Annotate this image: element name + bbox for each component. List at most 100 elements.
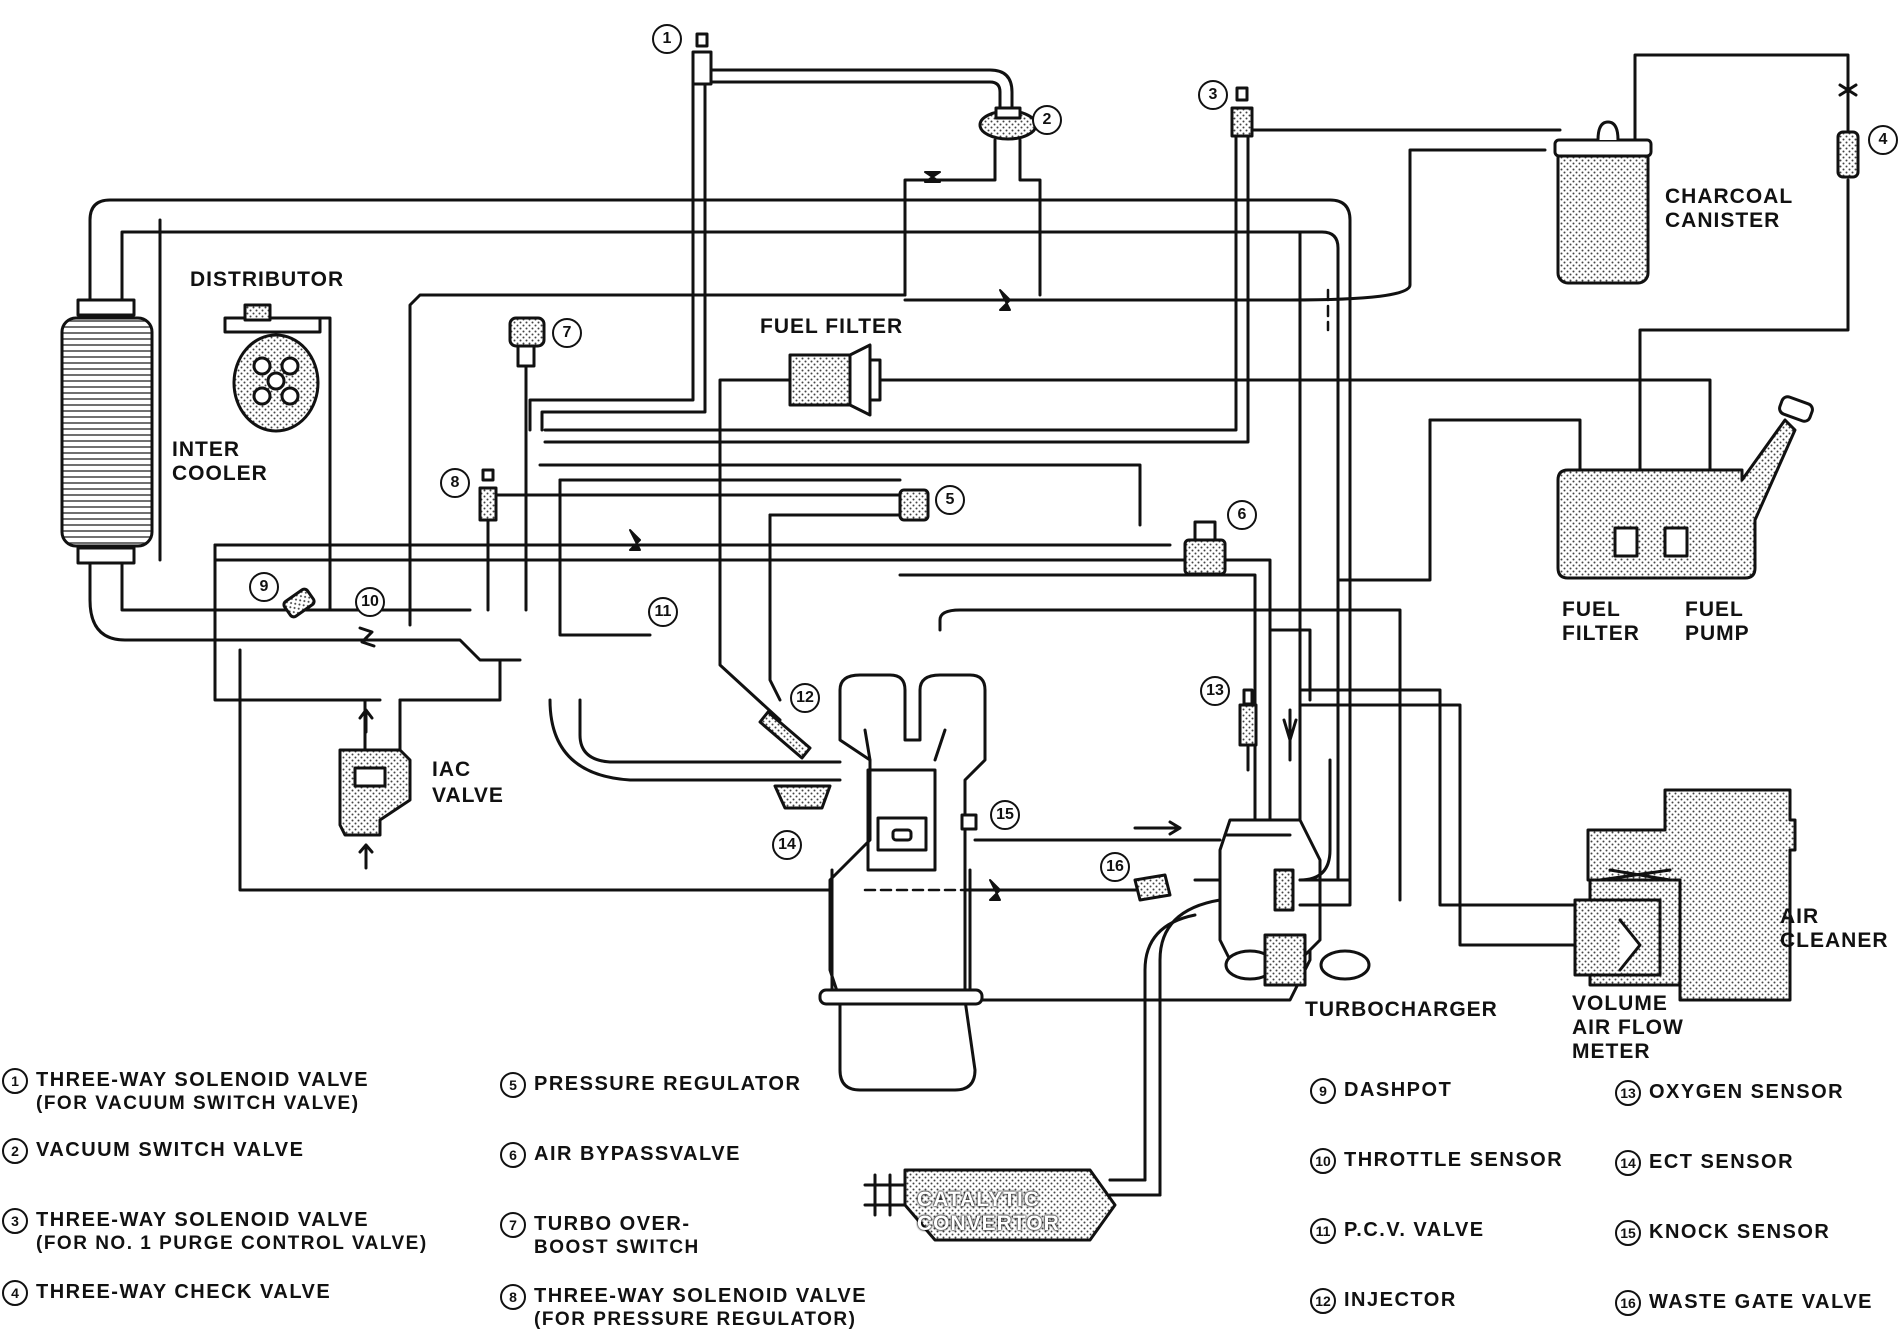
- legend-text: P.C.V. VALVE: [1344, 1219, 1485, 1241]
- legend-number: 16: [1615, 1290, 1641, 1316]
- label-fuel-pump-1: FUEL: [1685, 598, 1744, 621]
- legend-text: PRESSURE REGULATOR: [534, 1073, 802, 1095]
- label-catalytic-2: CONVERTOR: [917, 1212, 1060, 1235]
- label-distributor: DISTRIBUTOR: [190, 268, 345, 291]
- label-air-flow-meter-1: VOLUME: [1572, 992, 1668, 1015]
- label-charcoal-canister-1: CHARCOAL: [1665, 185, 1794, 208]
- legend-item-5: 5 PRESSURE REGULATOR: [500, 1072, 801, 1098]
- legend-item-3: 3 THREE-WAY SOLENOID VALVE(FOR NO. 1 PUR…: [2, 1208, 428, 1256]
- legend-item-7: 7 TURBO OVER-BOOST SWITCH: [500, 1212, 700, 1260]
- legend-text: DASHPOT: [1344, 1079, 1453, 1101]
- legend-text: TURBO OVER-BOOST SWITCH: [534, 1213, 700, 1258]
- callout-10: 10: [355, 587, 385, 617]
- turbocharger: [1218, 708, 1371, 987]
- callout-3: 3: [1198, 80, 1228, 110]
- legend-number: 9: [1310, 1078, 1336, 1104]
- inter-cooler: [60, 298, 154, 565]
- legend-text: THROTTLE SENSOR: [1344, 1149, 1564, 1171]
- legend-text: THREE-WAY SOLENOID VALVE(FOR PRESSURE RE…: [534, 1285, 868, 1330]
- injector-12: [758, 710, 812, 760]
- label-air-flow-meter-2: AIR FLOW: [1572, 1016, 1684, 1039]
- iac-valve: [338, 708, 412, 870]
- ect-sensor-14: [773, 784, 832, 810]
- callout-5: 5: [935, 485, 965, 515]
- legend-item-6: 6 AIR BYPASSVALVE: [500, 1142, 741, 1168]
- label-inter-cooler-2: COOLER: [172, 462, 268, 485]
- callout-14: 14: [772, 830, 802, 860]
- legend-number: 13: [1615, 1080, 1641, 1106]
- legend-text: THREE-WAY SOLENOID VALVE(FOR VACUUM SWIT…: [36, 1069, 370, 1114]
- label-inter-cooler-1: INTER: [172, 438, 240, 461]
- legend-item-16: 16 WASTE GATE VALVE: [1615, 1290, 1873, 1316]
- callout-2: 2: [1032, 105, 1062, 135]
- callout-13: 13: [1200, 676, 1230, 706]
- legend-item-13: 13 OXYGEN SENSOR: [1615, 1080, 1844, 1106]
- legend-text: KNOCK SENSOR: [1649, 1221, 1831, 1243]
- legend-text: VACUUM SWITCH VALVE: [36, 1139, 305, 1161]
- legend-number: 6: [500, 1142, 526, 1168]
- throttle-sensor-10: [358, 626, 376, 648]
- three-way-solenoid-valve-8: [478, 468, 902, 612]
- label-fuel-filter-tank-1: FUEL: [1562, 598, 1621, 621]
- label-fuel-filter-tank-2: FILTER: [1562, 622, 1640, 645]
- legend-text: THREE-WAY SOLENOID VALVE(FOR NO. 1 PURGE…: [36, 1209, 428, 1254]
- label-fuel-filter-top: FUEL FILTER: [760, 315, 904, 338]
- charcoal-canister: [1553, 120, 1653, 285]
- callout-11: 11: [648, 597, 678, 627]
- flow-arrows: [1133, 820, 1182, 836]
- waste-gate-valve-16: [1133, 873, 1172, 902]
- dashpot-9: [282, 587, 316, 619]
- callout-6: 6: [1227, 500, 1257, 530]
- legend-text: THREE-WAY CHECK VALVE: [36, 1281, 332, 1303]
- label-iac-valve-2: VALVE: [432, 784, 504, 807]
- label-air-cleaner-1: AIR: [1780, 905, 1820, 928]
- vacuum-switch-valve-2: [978, 106, 1038, 141]
- callout-15: 15: [990, 800, 1020, 830]
- label-turbocharger: TURBOCHARGER: [1305, 998, 1498, 1021]
- callout-4: 4: [1868, 125, 1898, 155]
- legend-number: 4: [2, 1280, 28, 1306]
- legend-item-8: 8 THREE-WAY SOLENOID VALVE(FOR PRESSURE …: [500, 1284, 867, 1332]
- legend-number: 7: [500, 1212, 526, 1238]
- legend-item-4: 4 THREE-WAY CHECK VALVE: [2, 1280, 331, 1306]
- legend-text: OXYGEN SENSOR: [1649, 1081, 1845, 1103]
- legend-number: 14: [1615, 1150, 1641, 1176]
- legend-item-2: 2 VACUUM SWITCH VALVE: [2, 1138, 305, 1164]
- pressure-regulator-5: [898, 488, 930, 522]
- callout-7: 7: [552, 318, 582, 348]
- label-iac-valve-1: IAC: [432, 758, 472, 781]
- turbo-overboost-switch-7: [508, 316, 546, 612]
- vacuum-hose-network: [88, 53, 1850, 1197]
- legend-number: 11: [1310, 1218, 1336, 1244]
- callout-8: 8: [440, 468, 470, 498]
- volume-air-flow-meter: [1463, 898, 1662, 977]
- legend-number: 12: [1310, 1288, 1336, 1314]
- label-fuel-pump-2: PUMP: [1685, 622, 1750, 645]
- legend-item-12: 12 INJECTOR: [1310, 1288, 1457, 1314]
- legend-text: AIR BYPASSVALVE: [534, 1143, 741, 1165]
- legend-item-14: 14 ECT SENSOR: [1615, 1150, 1794, 1176]
- fuel-filter-inline: [788, 343, 882, 417]
- air-bypass-valve-6: [1183, 520, 1227, 576]
- catalytic-convertor: [863, 1168, 1162, 1242]
- legend-item-9: 9 DASHPOT: [1310, 1078, 1452, 1104]
- three-way-solenoid-valve-3: [1230, 86, 1254, 138]
- hidden-hose-lines: [863, 288, 1330, 892]
- legend-text: INJECTOR: [1344, 1289, 1457, 1311]
- legend-item-11: 11 P.C.V. VALVE: [1310, 1218, 1485, 1244]
- legend-number: 15: [1615, 1220, 1641, 1246]
- callout-16: 16: [1100, 852, 1130, 882]
- legend-item-10: 10 THROTTLE SENSOR: [1310, 1148, 1563, 1174]
- legend-text: ECT SENSOR: [1649, 1151, 1795, 1173]
- legend-number: 1: [2, 1068, 28, 1094]
- callout-1: 1: [652, 24, 682, 54]
- legend-item-1: 1 THREE-WAY SOLENOID VALVE(FOR VACUUM SW…: [2, 1068, 369, 1116]
- label-charcoal-canister-2: CANISTER: [1665, 209, 1781, 232]
- fuel-tank: [1556, 395, 1814, 580]
- distributor: [223, 303, 332, 612]
- legend-number: 10: [1310, 1148, 1336, 1174]
- callout-12: 12: [790, 683, 820, 713]
- engine-block: [818, 673, 987, 1092]
- legend-number: 3: [2, 1208, 28, 1234]
